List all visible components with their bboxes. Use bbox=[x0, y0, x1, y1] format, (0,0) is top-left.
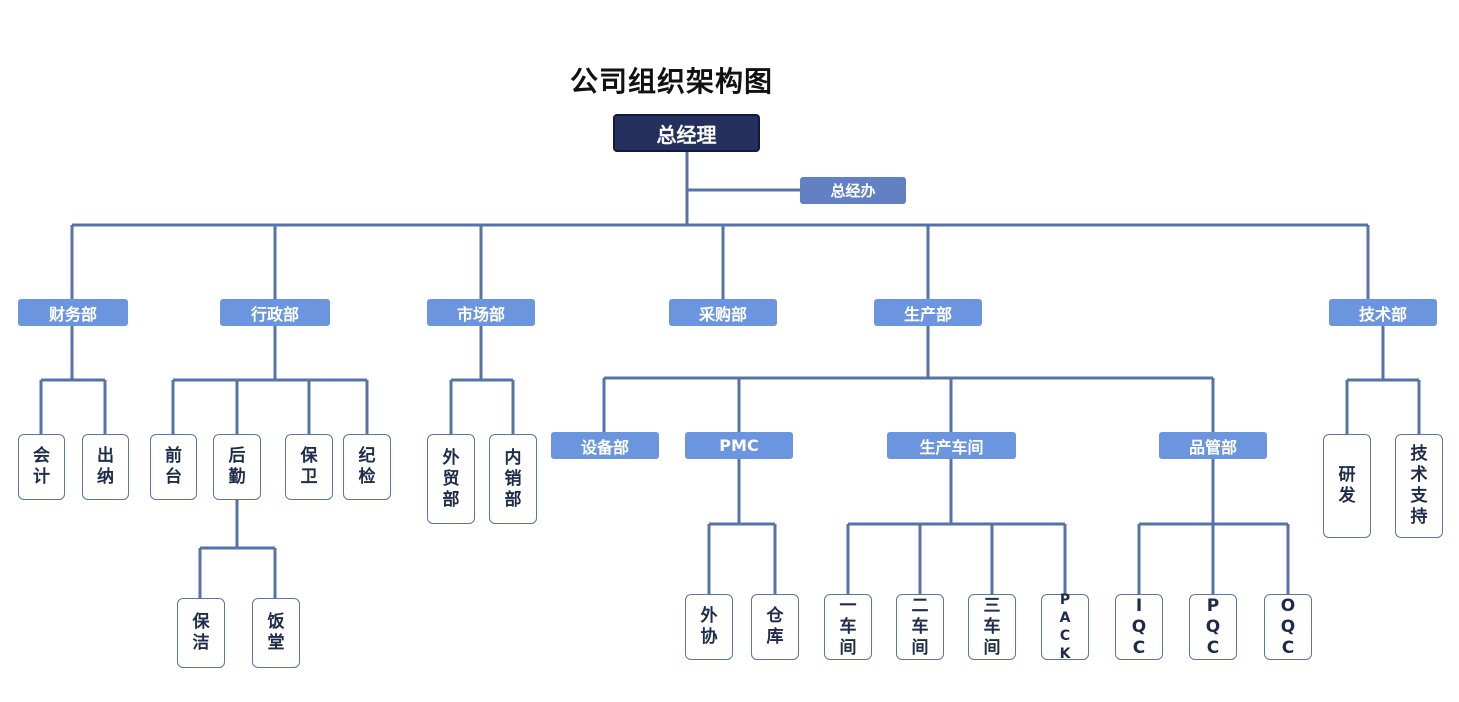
leaf-workshop-1[interactable]: 一 车 间 bbox=[824, 594, 872, 660]
leaf-pack[interactable]: P A C K bbox=[1041, 592, 1089, 662]
leaf-iqc[interactable]: I Q C bbox=[1115, 594, 1163, 660]
node-general-office[interactable]: 总经办 bbox=[800, 177, 906, 204]
leaf-logistics[interactable]: 后 勤 bbox=[213, 434, 261, 500]
node-market-dept[interactable]: 市场部 bbox=[427, 299, 535, 326]
leaf-pqc[interactable]: P Q C bbox=[1189, 594, 1237, 660]
leaf-warehouse[interactable]: 仓 库 bbox=[751, 594, 799, 660]
node-quality-dept[interactable]: 品管部 bbox=[1159, 432, 1267, 459]
leaf-oqc[interactable]: O Q C bbox=[1264, 594, 1312, 660]
leaf-cashier[interactable]: 出 纳 bbox=[82, 434, 129, 500]
page-title: 公司组织架构图 bbox=[570, 65, 774, 98]
node-tech-dept[interactable]: 技术部 bbox=[1329, 299, 1437, 326]
leaf-rnd[interactable]: 研 发 bbox=[1323, 434, 1371, 538]
leaf-workshop-3[interactable]: 三 车 间 bbox=[968, 594, 1016, 660]
leaf-cleaning[interactable]: 保 洁 bbox=[177, 598, 225, 668]
leaf-domestic-sales[interactable]: 内 销 部 bbox=[489, 434, 537, 524]
leaf-canteen[interactable]: 饭 堂 bbox=[252, 598, 300, 668]
leaf-accounting[interactable]: 会 计 bbox=[18, 434, 65, 500]
node-equipment-dept[interactable]: 设备部 bbox=[551, 432, 659, 459]
leaf-discipline[interactable]: 纪 检 bbox=[343, 434, 391, 500]
leaf-security[interactable]: 保 卫 bbox=[285, 434, 333, 500]
leaf-tech-support[interactable]: 技 术 支 持 bbox=[1395, 434, 1443, 538]
leaf-workshop-2[interactable]: 二 车 间 bbox=[896, 594, 944, 660]
node-admin-dept[interactable]: 行政部 bbox=[220, 299, 330, 326]
leaf-reception[interactable]: 前 台 bbox=[150, 434, 197, 500]
node-purchase-dept[interactable]: 采购部 bbox=[669, 299, 777, 326]
node-finance-dept[interactable]: 财务部 bbox=[18, 299, 128, 326]
node-production-workshop[interactable]: 生产车间 bbox=[887, 432, 1016, 459]
leaf-outsourcing[interactable]: 外 协 bbox=[685, 594, 733, 660]
leaf-foreign-trade[interactable]: 外 贸 部 bbox=[427, 434, 475, 524]
node-general-manager[interactable]: 总经理 bbox=[613, 114, 760, 152]
node-pmc[interactable]: PMC bbox=[685, 432, 793, 459]
node-production-dept[interactable]: 生产部 bbox=[874, 299, 982, 326]
